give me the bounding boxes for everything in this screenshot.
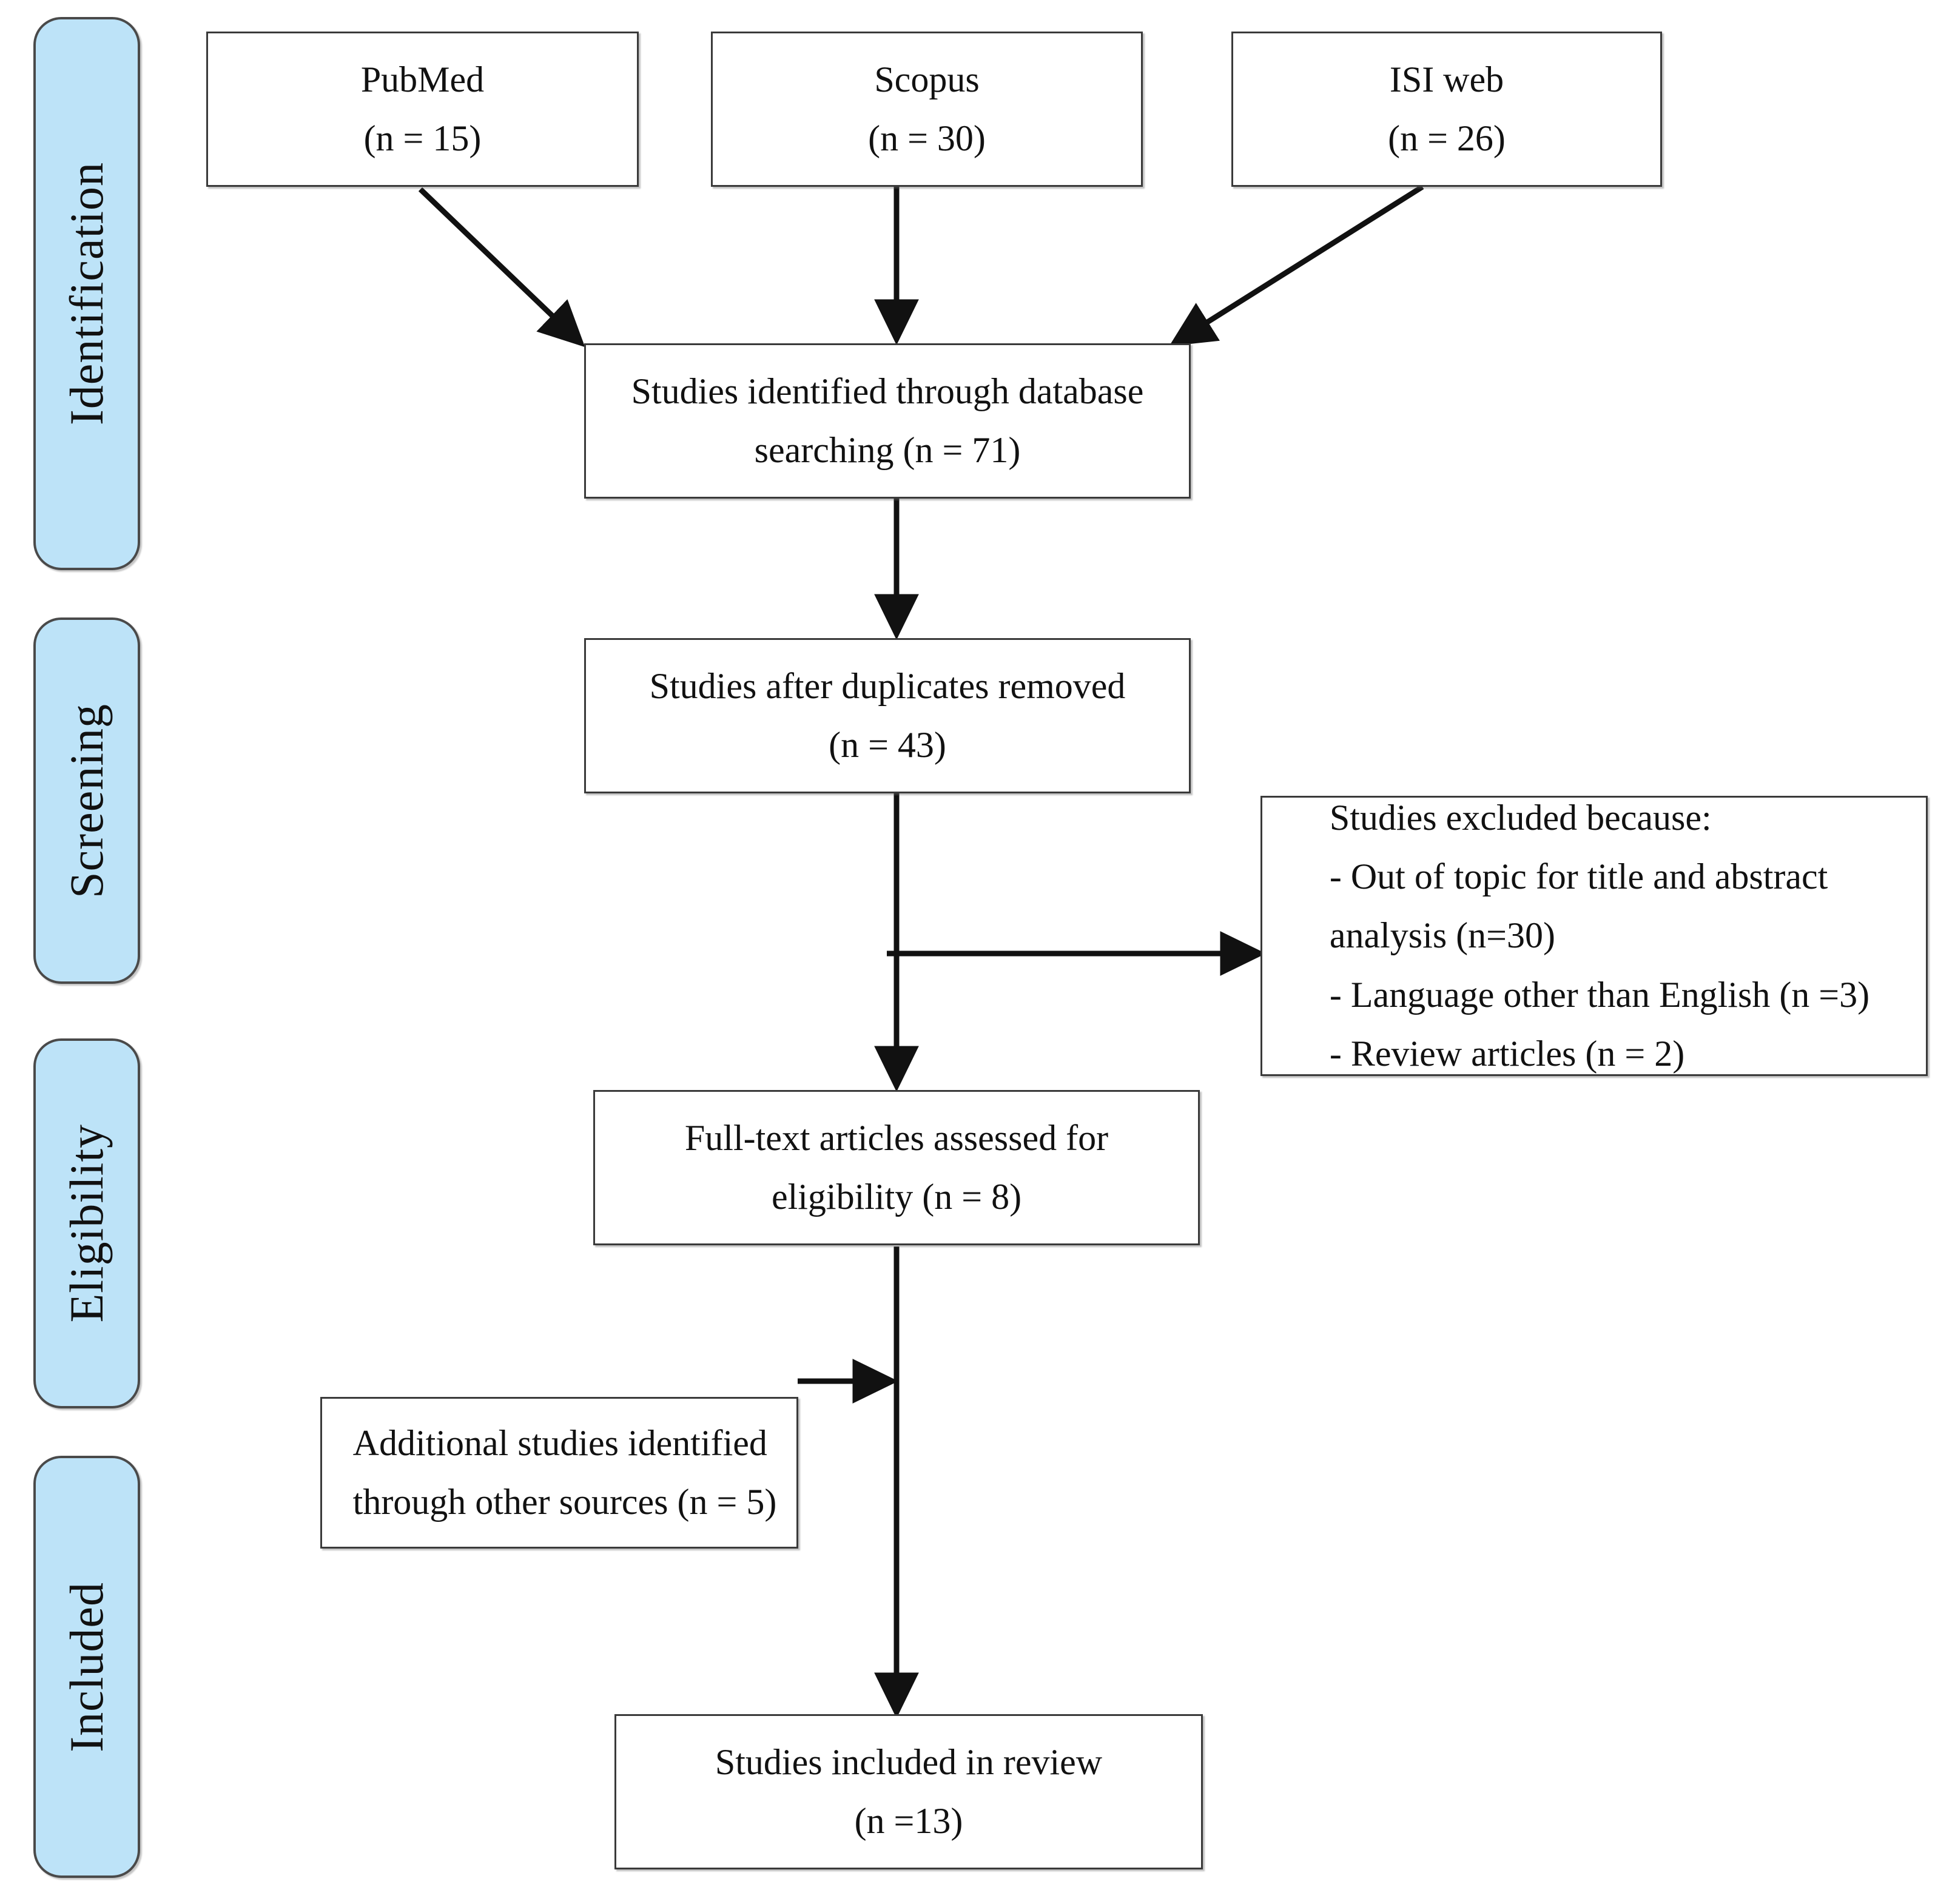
- database-search-line1: Studies identified through database: [631, 371, 1144, 411]
- source-isi-web-count: (n = 26): [1388, 118, 1506, 158]
- box-database-search: Studies identified through database sear…: [584, 343, 1191, 499]
- box-studies-excluded: Studies excluded because: - Out of topic…: [1260, 796, 1928, 1076]
- arrow-isi-to-database: [1169, 184, 1424, 346]
- additional-sources-line1: Additional studies identified: [352, 1422, 767, 1463]
- source-pubmed-count: (n = 15): [363, 118, 482, 158]
- additional-sources-line2: through other sources (n = 5): [352, 1482, 777, 1522]
- box-full-text-assessed-text: Full-text articles assessed for eligibil…: [674, 1109, 1119, 1226]
- box-studies-excluded-text: Studies excluded because: - Out of topic…: [1308, 789, 1880, 1083]
- duplicates-removed-line2: (n = 43): [829, 725, 946, 765]
- box-source-pubmed: PubMed (n = 15): [206, 32, 639, 187]
- included-review-line1: Studies included in review: [715, 1741, 1103, 1782]
- stage-screening-label: Screening: [60, 703, 113, 898]
- stage-identification-label: Identification: [60, 161, 113, 426]
- excluded-reason-2: - Language other than English (n =3): [1329, 974, 1870, 1015]
- box-source-pubmed-text: PubMed (n = 15): [350, 50, 495, 168]
- source-pubmed-name: PubMed: [360, 59, 485, 99]
- box-included-in-review-text: Studies included in review (n =13): [704, 1733, 1113, 1851]
- source-scopus-name: Scopus: [874, 59, 980, 99]
- arrow-pubmed-to-database: [418, 187, 585, 348]
- box-full-text-assessed: Full-text articles assessed for eligibil…: [593, 1090, 1200, 1245]
- excluded-reason-1: - Out of topic for title and abstract: [1329, 856, 1828, 897]
- box-source-isi-web-text: ISI web (n = 26): [1377, 50, 1516, 168]
- full-text-line1: Full-text articles assessed for: [684, 1117, 1109, 1158]
- box-database-search-text: Studies identified through database sear…: [621, 362, 1155, 480]
- box-duplicates-removed: Studies after duplicates removed (n = 43…: [584, 638, 1191, 793]
- full-text-line2: eligibility (n = 8): [771, 1177, 1022, 1217]
- box-source-scopus-text: Scopus (n = 30): [857, 50, 997, 168]
- source-isi-web-name: ISI web: [1389, 59, 1504, 99]
- source-scopus-count: (n = 30): [868, 118, 986, 158]
- box-duplicates-removed-text: Studies after duplicates removed (n = 43…: [639, 657, 1137, 775]
- stage-eligibility-label: Eligibility: [60, 1124, 113, 1323]
- stage-included-label: Included: [60, 1581, 113, 1752]
- stage-eligibility: Eligibility: [33, 1038, 140, 1408]
- excluded-reason-3: - Review articles (n = 2): [1329, 1033, 1685, 1074]
- excluded-heading: Studies excluded because:: [1329, 798, 1712, 838]
- duplicates-removed-line1: Studies after duplicates removed: [649, 665, 1126, 706]
- stage-screening: Screening: [33, 617, 140, 984]
- stage-included: Included: [33, 1456, 140, 1878]
- stage-identification: Identification: [33, 17, 140, 570]
- box-additional-sources: Additional studies identified through ot…: [320, 1397, 798, 1549]
- database-search-line2: searching (n = 71): [754, 430, 1021, 470]
- excluded-reason-1-cont: analysis (n=30): [1329, 915, 1555, 956]
- box-additional-sources-text: Additional studies identified through ot…: [331, 1414, 788, 1532]
- included-review-line2: (n =13): [854, 1801, 963, 1841]
- box-source-isi-web: ISI web (n = 26): [1231, 32, 1662, 187]
- box-source-scopus: Scopus (n = 30): [711, 32, 1143, 187]
- box-included-in-review: Studies included in review (n =13): [614, 1714, 1203, 1869]
